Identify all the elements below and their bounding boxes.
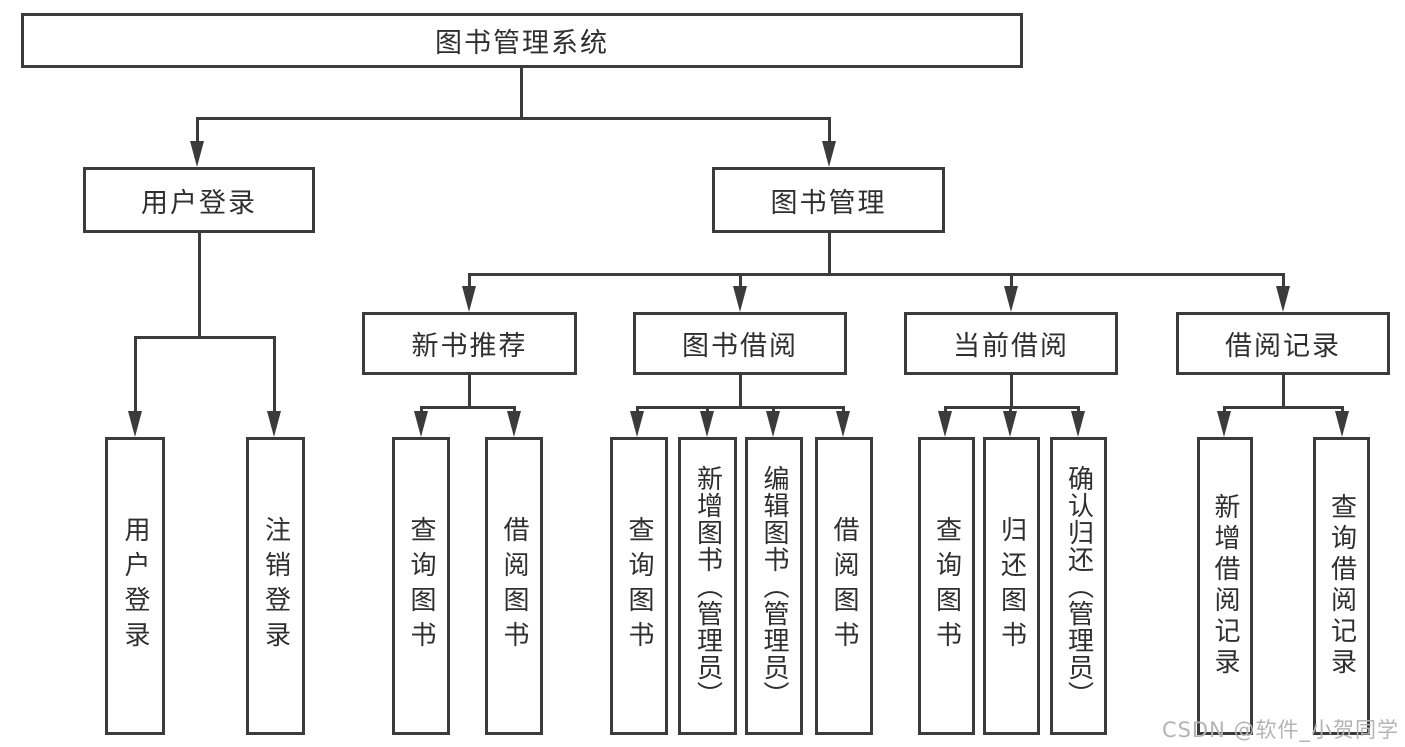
node-label: 注销登录 bbox=[260, 516, 291, 656]
connector-vline bbox=[706, 406, 709, 413]
connector-hline bbox=[420, 406, 515, 409]
connector-vline bbox=[842, 406, 845, 413]
node-new-book-recommend: 新书推荐 bbox=[362, 312, 577, 375]
connector-hline bbox=[636, 406, 844, 409]
leaf-cb-confirm-return-admin: 确认归还（管理员） bbox=[1050, 437, 1107, 735]
connector-vline bbox=[1223, 406, 1226, 413]
node-label: 确认归还（管理员） bbox=[1063, 464, 1094, 708]
node-label: 新增图书（管理员） bbox=[692, 464, 723, 708]
node-label: 查询图书 bbox=[406, 516, 436, 656]
connector-vline bbox=[739, 375, 742, 406]
node-label: 用户登录 bbox=[141, 187, 257, 219]
node-label: 查询图书 bbox=[624, 516, 654, 656]
connector-vline bbox=[468, 273, 471, 288]
connector-vline bbox=[1341, 406, 1344, 413]
leaf-br-query-record: 查询借阅记录 bbox=[1313, 437, 1370, 735]
connector-hline bbox=[196, 117, 830, 120]
connector-vline bbox=[772, 406, 775, 413]
connector-vline bbox=[739, 273, 742, 288]
arrowhead-down-icon bbox=[1335, 411, 1349, 437]
connector-vline bbox=[196, 117, 199, 143]
node-label: 图书管理系统 bbox=[435, 28, 609, 59]
leaf-rec-query-books: 查询图书 bbox=[392, 437, 450, 735]
node-label: 编辑图书（管理员） bbox=[759, 464, 789, 708]
node-label: 图书借阅 bbox=[682, 331, 798, 362]
connector-vline bbox=[198, 233, 201, 336]
arrowhead-down-icon bbox=[1276, 286, 1290, 312]
leaf-rec-borrow-books: 借阅图书 bbox=[485, 437, 543, 735]
node-label: 借阅记录 bbox=[1225, 331, 1341, 362]
leaf-bb-edit-books-admin: 编辑图书（管理员） bbox=[745, 437, 803, 735]
leaf-bb-add-books-admin: 新增图书（管理员） bbox=[678, 437, 737, 735]
arrowhead-down-icon bbox=[1071, 411, 1085, 437]
node-book-borrowing: 图书借阅 bbox=[633, 312, 847, 375]
arrowhead-down-icon bbox=[1003, 411, 1017, 437]
arrowhead-down-icon bbox=[822, 141, 836, 167]
connector-vline bbox=[636, 406, 639, 413]
connector-hline bbox=[1223, 406, 1343, 409]
arrowhead-down-icon bbox=[700, 411, 714, 437]
arrowhead-down-icon bbox=[267, 411, 281, 437]
node-label: 查询图书 bbox=[931, 516, 962, 656]
connector-vline bbox=[420, 406, 423, 413]
node-label: 借阅图书 bbox=[499, 516, 529, 656]
node-label: 借阅图书 bbox=[829, 516, 859, 656]
connector-vline bbox=[520, 68, 523, 117]
node-borrow-records: 借阅记录 bbox=[1176, 312, 1390, 375]
node-book-management: 图书管理 bbox=[712, 167, 945, 233]
node-label: 用户登录 bbox=[120, 516, 150, 656]
connector-vline bbox=[1282, 375, 1285, 406]
node-label: 当前借阅 bbox=[953, 331, 1069, 362]
node-label: 图书管理 bbox=[770, 187, 887, 219]
arrowhead-down-icon bbox=[938, 411, 952, 437]
arrowhead-down-icon bbox=[630, 411, 644, 437]
leaf-user-login: 用户登录 bbox=[105, 437, 165, 735]
node-label: 新书推荐 bbox=[411, 331, 528, 362]
csdn-watermark: CSDN @软件_小贺同学 bbox=[1161, 718, 1399, 742]
connector-vline bbox=[513, 406, 516, 413]
connector-hline bbox=[134, 336, 275, 339]
arrowhead-down-icon bbox=[733, 286, 747, 312]
connector-hline bbox=[468, 273, 1284, 276]
connector-vline bbox=[1010, 375, 1013, 406]
leaf-bb-borrow-books: 借阅图书 bbox=[815, 437, 873, 735]
connector-vline bbox=[468, 375, 471, 406]
arrowhead-down-icon bbox=[414, 411, 428, 437]
connector-vline bbox=[1010, 273, 1013, 288]
connector-vline bbox=[1077, 406, 1080, 413]
node-label: 归还图书 bbox=[996, 516, 1027, 656]
connector-vline bbox=[944, 406, 947, 413]
node-label: 查询借阅记录 bbox=[1326, 493, 1357, 679]
leaf-logout: 注销登录 bbox=[246, 437, 305, 735]
connector-vline bbox=[1282, 273, 1285, 288]
arrowhead-down-icon bbox=[190, 141, 204, 167]
leaf-bb-query-books: 查询图书 bbox=[610, 437, 668, 735]
node-library-management-system: 图书管理系统 bbox=[21, 13, 1023, 68]
leaf-cb-query-books: 查询图书 bbox=[918, 437, 975, 735]
connector-vline bbox=[273, 336, 276, 412]
arrowhead-down-icon bbox=[836, 411, 850, 437]
arrowhead-down-icon bbox=[462, 286, 476, 312]
connector-vline bbox=[828, 233, 831, 273]
connector-vline bbox=[828, 117, 831, 143]
arrowhead-down-icon bbox=[1004, 286, 1018, 312]
node-label: 新增借阅记录 bbox=[1210, 493, 1240, 679]
leaf-br-add-record: 新增借阅记录 bbox=[1197, 437, 1253, 735]
leaf-cb-return-books: 归还图书 bbox=[983, 437, 1040, 735]
node-current-borrowing: 当前借阅 bbox=[904, 312, 1118, 375]
arrowhead-down-icon bbox=[507, 411, 521, 437]
arrowhead-down-icon bbox=[766, 411, 780, 437]
connector-vline bbox=[1009, 406, 1012, 413]
connector-vline bbox=[134, 336, 137, 412]
arrowhead-down-icon bbox=[128, 411, 142, 437]
node-user-login: 用户登录 bbox=[83, 167, 315, 233]
arrowhead-down-icon bbox=[1217, 411, 1231, 437]
